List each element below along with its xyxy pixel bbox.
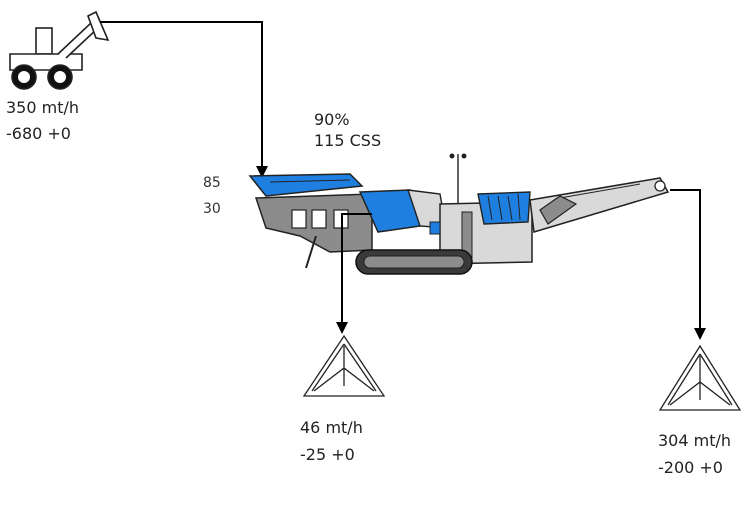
loader-bucket [87,10,110,42]
feed-hopper [248,173,364,197]
wheel-loader-icon [9,10,110,90]
crusher-setting-label: 90% [314,110,350,129]
feed-arrow [100,21,268,178]
fines-arrow [336,213,372,334]
crusher-css-label: 115 CSS [314,131,382,150]
product-size-label: -200 +0 [658,458,723,477]
fines-size-label: -25 +0 [300,445,355,464]
feed-rate-label: 350 mt/h [6,98,80,117]
screen-deck [477,191,531,225]
grizzly-lower-label: 30 [203,201,221,217]
fines-rate-label: 46 mt/h [300,418,363,437]
fines-stockpile-icon [302,334,386,397]
product-rate-label: 304 mt/h [658,431,732,450]
mobile-jaw-crusher [248,153,670,275]
grizzly-upper-label: 85 [203,175,221,191]
product-stockpile-icon [658,344,742,411]
product-arrow [670,189,706,340]
feed-size-label: -680 +0 [6,124,71,143]
main-conveyor [529,177,670,233]
loader-cab [35,27,53,55]
